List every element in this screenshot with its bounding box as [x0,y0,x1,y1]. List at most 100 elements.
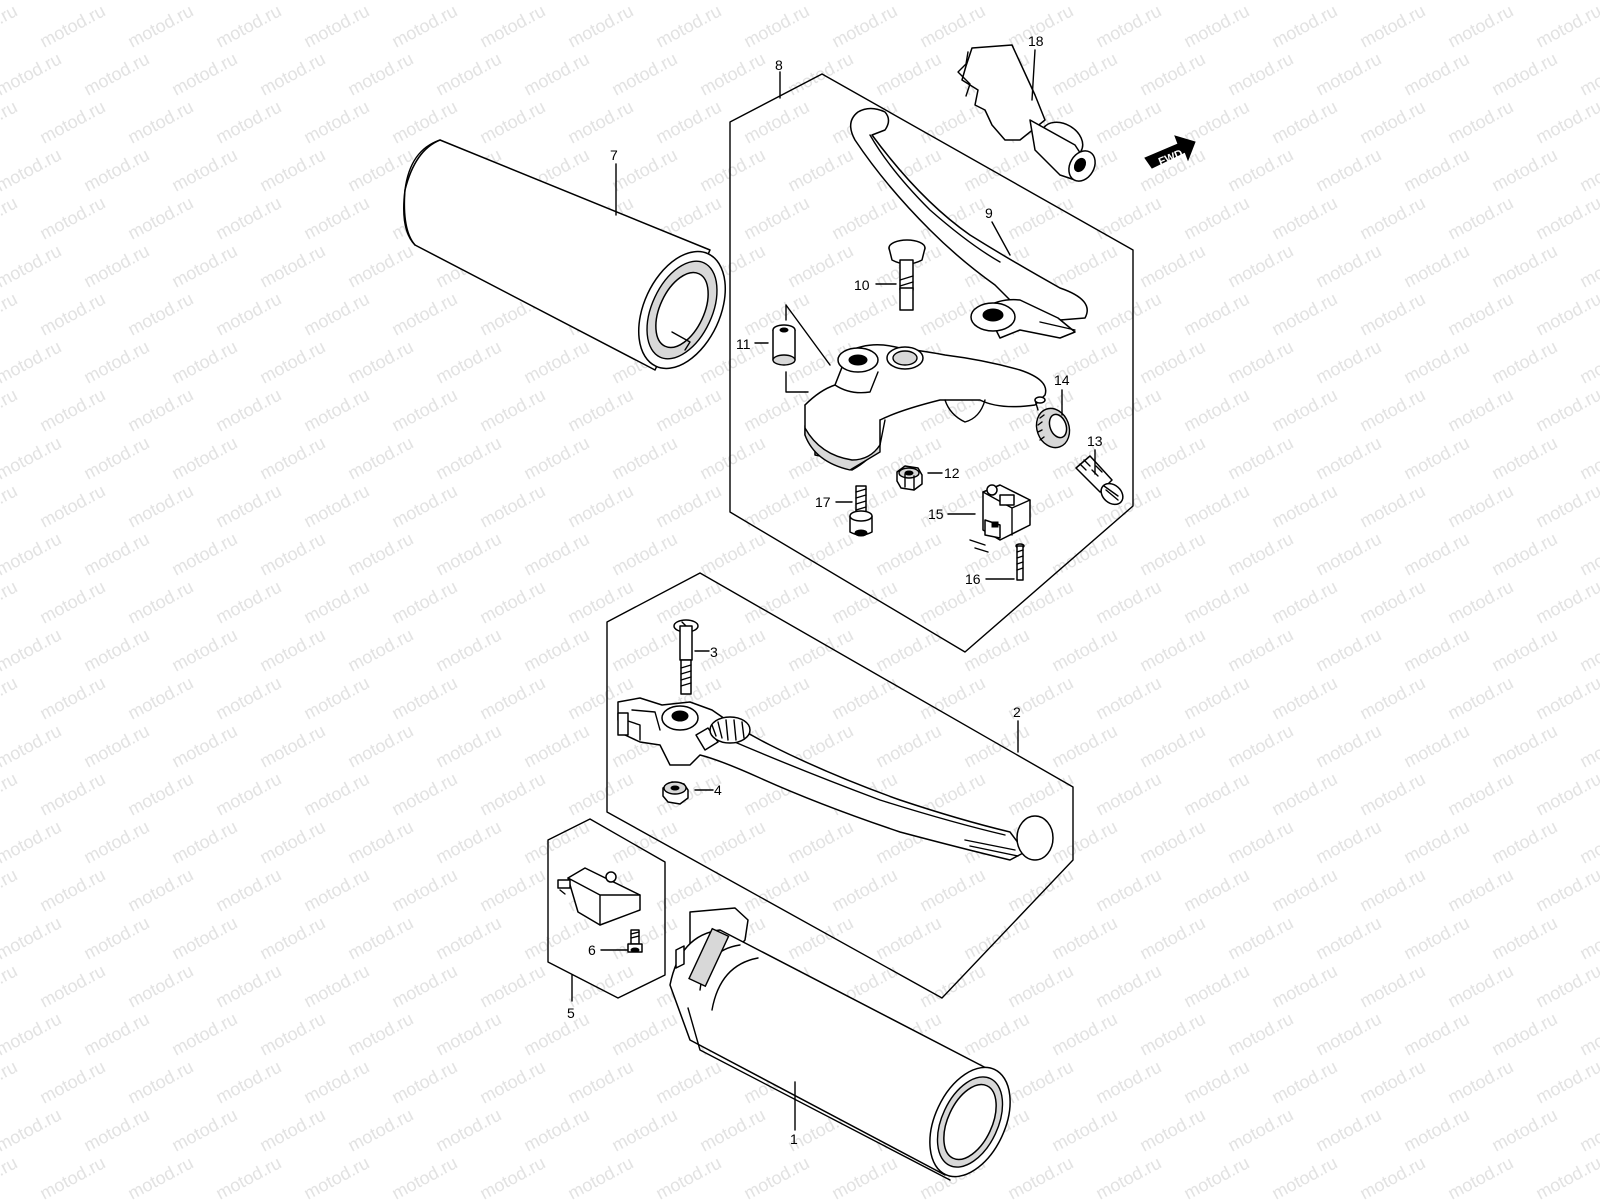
watermark-text: motod.ru [1576,337,1600,388]
watermark-text: motod.ru [476,961,548,1012]
watermark-text: motod.ru [1356,769,1428,820]
part-label-11: 11 [736,336,751,352]
part-label-14: 14 [1054,372,1070,388]
watermark-text: motod.ru [432,625,504,676]
watermark-text: motod.ru [1444,1057,1516,1108]
watermark-text: motod.ru [1180,481,1252,532]
watermark-text: motod.ru [1356,961,1428,1012]
watermark-text: motod.ru [740,193,812,244]
watermark-text: motod.ru [168,1009,240,1060]
watermark-text: motod.ru [520,433,592,484]
watermark-text: motod.ru [784,913,856,964]
part-labels: 7 8 18 9 10 11 14 13 12 17 15 16 3 2 4 6… [567,33,1103,1147]
watermark-text: motod.ru [476,577,548,628]
watermark-text: motod.ru [1224,1009,1296,1060]
watermark-text: motod.ru [1224,625,1296,676]
watermark-text: motod.ru [1004,961,1076,1012]
watermark-text: motod.ru [168,241,240,292]
watermark-text: motod.ru [476,97,548,148]
watermark-text: motod.ru [1092,577,1164,628]
watermark-text: motod.ru [1048,913,1120,964]
watermark-text: motod.ru [124,865,196,916]
watermark-text: motod.ru [0,97,21,148]
part-label-3: 3 [710,644,718,660]
watermark-text: motod.ru [1092,385,1164,436]
watermark-text: motod.ru [1444,193,1516,244]
watermark-text: motod.ru [1224,721,1296,772]
watermark-text: motod.ru [36,865,108,916]
watermark-text: motod.ru [696,337,768,388]
watermark-text: motod.ru [1356,865,1428,916]
watermark-text: motod.ru [1532,289,1600,340]
watermark-text: motod.ru [1576,625,1600,676]
watermark-text: motod.ru [432,721,504,772]
watermark-text: motod.ru [0,289,21,340]
watermark-text: motod.ru [36,385,108,436]
watermark-text: motod.ru [1268,481,1340,532]
watermark-text: motod.ru [652,97,724,148]
watermark-text: motod.ru [960,145,1032,196]
watermark-text: motod.ru [344,1105,416,1156]
watermark-text: motod.ru [1356,1057,1428,1108]
watermark-text: motod.ru [1268,1153,1340,1200]
watermark-text: motod.ru [1312,433,1384,484]
watermark-text: motod.ru [564,961,636,1012]
watermark-text: motod.ru [1488,0,1560,4]
lever-boot [957,44,1096,182]
watermark-text: motod.ru [0,337,65,388]
part-label-1: 1 [790,1131,798,1147]
watermark-text: motod.ru [432,49,504,100]
switch-screw-lower [627,929,643,953]
part-label-15: 15 [928,506,944,522]
assembly-box-2 [606,572,1074,999]
watermark-text: motod.ru [1136,337,1208,388]
watermark-text: motod.ru [1532,673,1600,724]
watermark-text: motod.ru [344,49,416,100]
watermark-text: motod.ru [1136,0,1208,4]
watermark-text: motod.ru [1576,1009,1600,1060]
watermark-text: motod.ru [608,913,680,964]
watermark-text: motod.ru [124,961,196,1012]
watermark-text: motod.ru [1400,49,1472,100]
watermark-text: motod.ru [1004,193,1076,244]
watermark-text: motod.ru [1576,241,1600,292]
watermark-text: motod.ru [872,721,944,772]
watermark-text: motod.ru [520,721,592,772]
watermark-text: motod.ru [872,529,944,580]
pivot-bolt-upper [888,239,926,311]
watermark-text: motod.ru [212,97,284,148]
leader-lines [571,49,1096,1131]
watermark-text: motod.ru [652,481,724,532]
brake-lever [617,697,1054,861]
watermark-text: motod.ru [1312,913,1384,964]
watermark-text: motod.ru [388,289,460,340]
watermark-text: motod.ru [1048,817,1120,868]
watermark-text: motod.ru [0,241,65,292]
watermark-text: motod.ru [652,385,724,436]
part-label-4: 4 [714,782,722,798]
watermark-text: motod.ru [476,1,548,52]
watermark-text: motod.ru [168,49,240,100]
watermark-text: motod.ru [432,817,504,868]
watermark-text: motod.ru [0,385,21,436]
watermark-text: motod.ru [696,145,768,196]
watermark-text: motod.ru [80,145,152,196]
watermark-text: motod.ru [300,97,372,148]
watermark-text: motod.ru [1532,385,1600,436]
watermark-text: motod.ru [36,961,108,1012]
watermark-text: motod.ru [432,1009,504,1060]
watermark-text: motod.ru [1268,961,1340,1012]
watermark-text: motod.ru [520,1105,592,1156]
watermark-text: motod.ru [608,0,680,4]
watermark-text: motod.ru [344,625,416,676]
nut-upper [896,465,923,491]
part-label-13: 13 [1087,433,1103,449]
watermark-text: motod.ru [1092,769,1164,820]
watermark-text: motod.ru [1576,721,1600,772]
watermark-text: motod.ru [168,721,240,772]
watermark-text: motod.ru [1312,145,1384,196]
watermark-text: motod.ru [1532,97,1600,148]
watermark-text: motod.ru [256,1009,328,1060]
watermark-text: motod.ru [1048,625,1120,676]
watermark-text: motod.ru [1576,145,1600,196]
